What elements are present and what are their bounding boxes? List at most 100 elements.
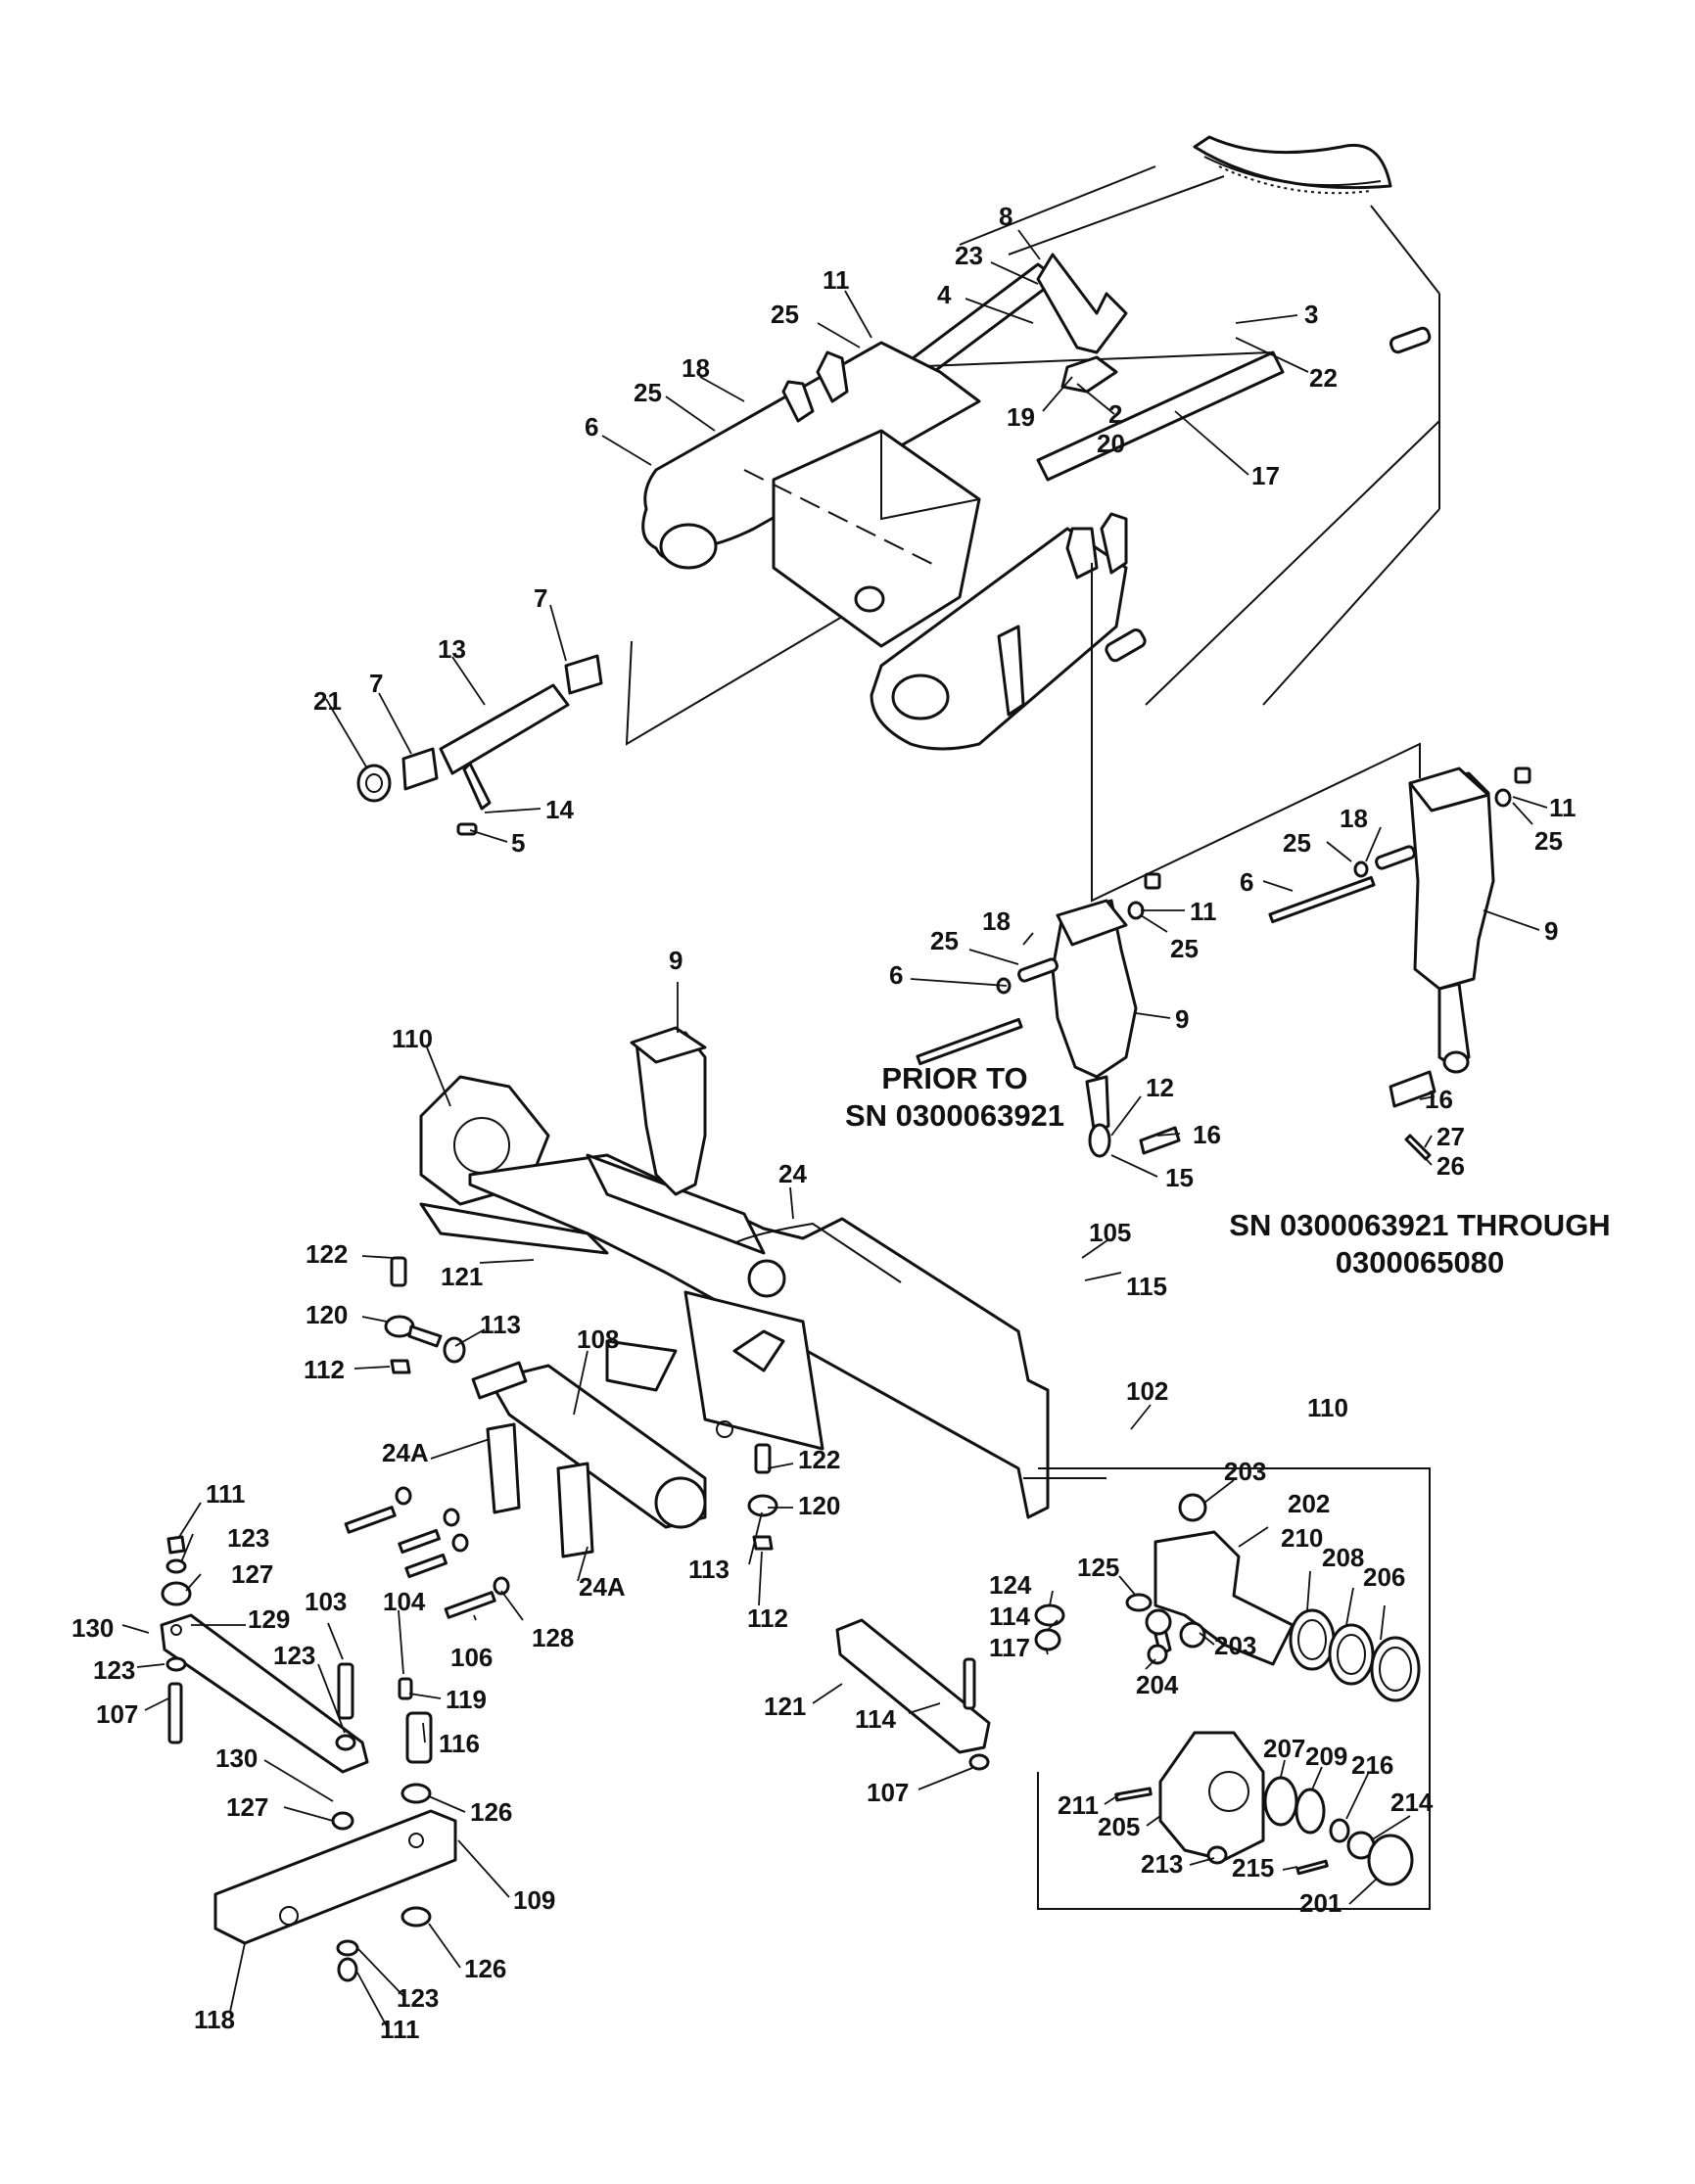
- callout: 207: [1263, 1734, 1305, 1763]
- callout: 9: [1175, 1004, 1189, 1034]
- callout: 25: [1283, 828, 1311, 858]
- callout: 103: [305, 1587, 347, 1616]
- callout: 110: [392, 1024, 433, 1053]
- callout: 116: [439, 1729, 480, 1758]
- callout: 8: [999, 202, 1012, 231]
- callout: 25: [634, 378, 662, 407]
- callout: 24A: [579, 1572, 626, 1602]
- callout: 111: [206, 1479, 246, 1509]
- callout: 9: [669, 946, 683, 975]
- callout: 119: [446, 1685, 487, 1714]
- callout: 20: [1097, 429, 1125, 458]
- callout: 104: [383, 1587, 426, 1616]
- callout: 121: [441, 1262, 483, 1291]
- callout: 114: [855, 1704, 896, 1734]
- callout: 17: [1251, 461, 1280, 490]
- callout: 22: [1309, 363, 1338, 393]
- callout: 211: [1058, 1790, 1099, 1820]
- caption-through-line1: SN 0300063921 THROUGH: [1229, 1208, 1610, 1242]
- callout: 112: [304, 1355, 345, 1384]
- callout: 128: [532, 1623, 574, 1652]
- callout: 26: [1436, 1151, 1465, 1181]
- callout: 16: [1425, 1085, 1453, 1114]
- callout: 210: [1281, 1523, 1323, 1553]
- callout: 122: [798, 1445, 840, 1474]
- callout: 205: [1098, 1812, 1140, 1841]
- callout-labels: 8 23 4 11 25 3 22 18 25 6 19 2 20 17 7 1…: [71, 202, 1577, 2044]
- callout: 25: [1534, 826, 1563, 856]
- callout: 208: [1322, 1543, 1364, 1572]
- callout: 130: [71, 1613, 114, 1643]
- callout: 6: [585, 412, 598, 441]
- serial-captions: PRIOR TO SN 0300063921 SN 0300063921 THR…: [845, 1061, 1611, 1279]
- callout: 118: [194, 2005, 235, 2034]
- callout: 25: [930, 926, 959, 955]
- callout: 24A: [382, 1438, 429, 1467]
- callout: 106: [450, 1643, 493, 1672]
- callout: 115: [1126, 1272, 1167, 1301]
- callout: 9: [1544, 916, 1558, 946]
- callout: 13: [438, 634, 466, 664]
- callout: 209: [1305, 1742, 1347, 1771]
- caption-prior-line2: SN 0300063921: [845, 1098, 1064, 1133]
- callout: 213: [1141, 1849, 1183, 1879]
- callout: 215: [1232, 1853, 1274, 1882]
- callout: 120: [306, 1300, 348, 1329]
- callout: 14: [545, 795, 574, 824]
- callout: 202: [1288, 1489, 1330, 1518]
- callout: 7: [534, 583, 547, 613]
- caption-prior-line1: PRIOR TO: [881, 1061, 1027, 1095]
- callout: 4: [937, 280, 952, 309]
- callout: 16: [1193, 1120, 1221, 1149]
- cylinder-prior: [916, 872, 1181, 1158]
- callout: 19: [1007, 402, 1035, 432]
- callout: 123: [273, 1641, 315, 1670]
- callout: 203: [1224, 1457, 1266, 1486]
- steering-link: [835, 1618, 1172, 1771]
- callout: 122: [306, 1239, 348, 1269]
- callout: 206: [1363, 1562, 1405, 1592]
- callout: 110: [1307, 1393, 1348, 1422]
- callout: 27: [1436, 1122, 1465, 1151]
- callout: 111: [380, 2015, 420, 2044]
- callout: 203: [1214, 1631, 1256, 1660]
- tie-rod-ends: [384, 1256, 778, 1551]
- callout: 12: [1146, 1073, 1174, 1102]
- callout: 124: [989, 1570, 1032, 1600]
- callout: 11: [1549, 793, 1577, 822]
- front-axle-beam: [419, 1026, 1106, 1529]
- callout: 5: [511, 828, 525, 858]
- callout: 3: [1304, 300, 1318, 329]
- callout: 108: [577, 1324, 619, 1354]
- callout: 24: [778, 1159, 807, 1188]
- callout: 126: [470, 1797, 512, 1827]
- cylinder-through: [1268, 767, 1531, 1161]
- callout: 11: [823, 265, 850, 295]
- axle-clamp-brackets: [344, 1422, 594, 1619]
- steering-knuckle-hub: [1034, 1467, 1431, 1910]
- callout: 123: [227, 1523, 269, 1553]
- callout: 125: [1077, 1553, 1119, 1582]
- pivot-pin-group: [356, 616, 843, 836]
- callout: 129: [248, 1604, 290, 1634]
- leader-lines: [121, 229, 1548, 2029]
- callout: 6: [1240, 867, 1253, 897]
- callout: 25: [771, 300, 799, 329]
- callout: 114: [989, 1602, 1030, 1631]
- callout: 109: [513, 1885, 555, 1915]
- callout: 127: [231, 1559, 273, 1589]
- callout: 18: [682, 353, 710, 383]
- callout: 112: [747, 1603, 788, 1633]
- callout: 25: [1170, 934, 1199, 963]
- callout: 121: [764, 1692, 806, 1721]
- callout: 15: [1165, 1163, 1194, 1192]
- callout: 113: [688, 1555, 730, 1584]
- callout: 6: [889, 960, 903, 990]
- callout: 18: [982, 906, 1011, 936]
- callout: 201: [1299, 1888, 1342, 1918]
- callout: 120: [798, 1491, 840, 1520]
- callout: 214: [1390, 1788, 1434, 1817]
- callout: 123: [93, 1655, 135, 1685]
- callout: 204: [1136, 1670, 1179, 1699]
